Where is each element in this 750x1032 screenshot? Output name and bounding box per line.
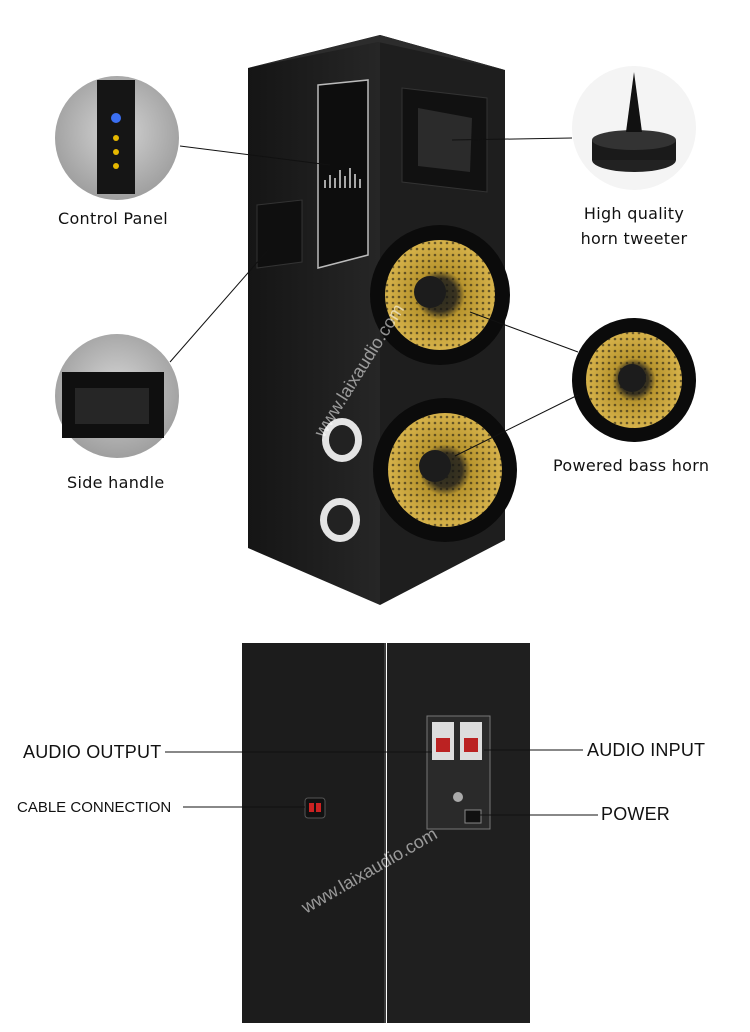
power-label: POWER (601, 804, 671, 824)
bass-horn-label: Powered bass horn (553, 456, 710, 475)
side-handle-callout (55, 334, 179, 458)
side-handle-label: Side handle (67, 473, 165, 492)
leader-lines-bottom (165, 749, 598, 816)
control-panel-callout (55, 76, 179, 200)
tweeter-label: High quality horn tweeter (566, 201, 702, 251)
rear-speakers (242, 643, 530, 1023)
cable-connection-label: CABLE CONNECTION (17, 799, 172, 816)
tweeter-label-line2: horn tweeter (580, 229, 688, 248)
tweeter-label-line1: High quality (583, 204, 685, 223)
control-panel-label: Control Panel (58, 209, 168, 228)
audio-output-label: AUDIO OUTPUT (23, 742, 162, 762)
bass-horn-callout (572, 318, 696, 442)
tweeter-callout (572, 66, 696, 190)
front-speaker (248, 35, 517, 605)
leader-lines-top (169, 137, 579, 457)
audio-input-label: AUDIO INPUT (587, 740, 706, 760)
